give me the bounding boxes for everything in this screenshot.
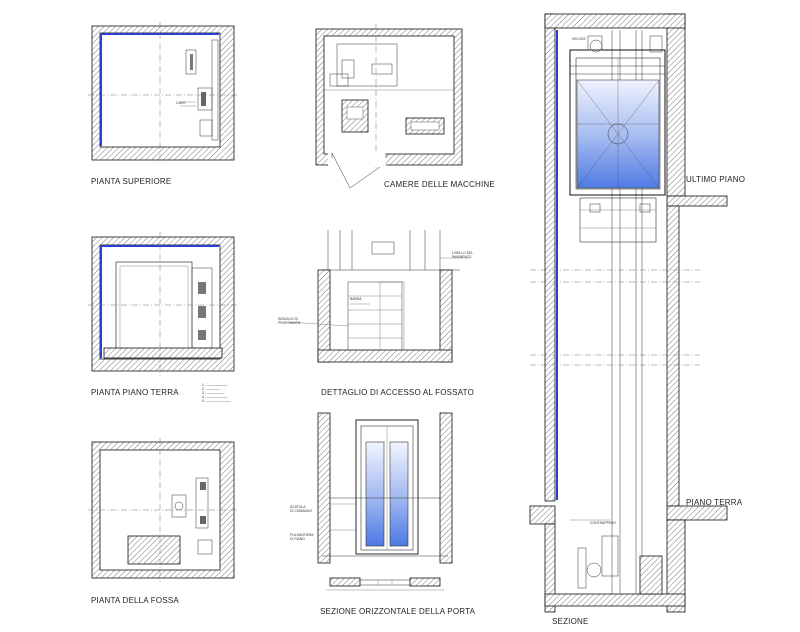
svg-text:CAVO: CAVO	[176, 101, 186, 105]
label-ground-floor-level: PIANO TERRA	[686, 498, 743, 507]
svg-text:PULSANTIERA: PULSANTIERA	[290, 533, 314, 537]
guide-rail	[195, 477, 209, 529]
pit-floor	[317, 349, 453, 363]
label-top-plan: PIANTA SUPERIORE	[91, 177, 171, 186]
buffer	[601, 535, 619, 577]
door-tag	[371, 241, 395, 255]
svg-text:BARRA: BARRA	[350, 297, 362, 301]
pit-plan-view	[88, 438, 238, 582]
vertical-section-view: CONTRAPPESO VELOCE	[529, 13, 728, 613]
sheave	[589, 39, 603, 53]
pit-wall	[439, 269, 453, 363]
svg-text:SCATOLA: SCATOLA	[290, 505, 306, 509]
label-pit-plan: PIANTA DELLA FOSSA	[91, 596, 179, 605]
svg-text:INTAGLIO DI: INTAGLIO DI	[278, 317, 298, 321]
svg-text:2 - ————: 2 - ————	[202, 387, 221, 391]
svg-text:CONTRAPPESO: CONTRAPPESO	[590, 521, 616, 525]
svg-text:1 - ——————: 1 - ——————	[202, 383, 228, 387]
door-jamb-left	[329, 577, 361, 587]
door-panels	[359, 579, 411, 586]
door-elevation-view: SCATOLA DI COMANDO PULSANTIERA DI PIANO	[290, 412, 453, 564]
pit-ladder-frame	[347, 281, 403, 351]
label-top-floor-level: ULTIMO PIANO	[686, 175, 745, 184]
ground-floor-plan-view	[88, 232, 238, 376]
slab-left	[529, 505, 556, 525]
legend-notes: 1 - —————— 2 - ———— 3 - ————— 4 - ——————…	[202, 383, 231, 403]
pit-floor	[544, 593, 686, 607]
door-horizontal-section	[326, 577, 444, 591]
door-swing	[331, 152, 381, 189]
door-glass-right	[389, 441, 409, 547]
buffer-block	[127, 535, 181, 565]
ground-floor-slab	[666, 505, 728, 521]
pit-wall	[317, 269, 331, 363]
door-jamb-right	[409, 577, 441, 587]
label-machine-room: CAMERE DELLE MACCHINE	[384, 180, 495, 189]
machine-unit	[336, 43, 398, 87]
pulley	[607, 123, 629, 145]
top-floor-slab	[666, 195, 728, 207]
svg-text:DI COMANDO: DI COMANDO	[290, 509, 312, 513]
svg-text:PAVIMENTO: PAVIMENTO	[452, 255, 472, 259]
machine-room-view	[315, 24, 463, 189]
door-wall	[439, 412, 453, 564]
door-glass-left	[365, 441, 385, 547]
car-frame	[569, 49, 666, 196]
top-plan-view: CAVO	[88, 22, 238, 164]
rail-bracket-group	[180, 49, 213, 137]
buffer	[171, 494, 187, 518]
svg-text:PROFONDITÀ: PROFONDITÀ	[278, 321, 301, 325]
svg-text:3 - —————: 3 - —————	[202, 391, 224, 395]
pit-wall-right	[666, 519, 686, 613]
label-door-horizontal-section: SEZIONE ORIZZONTALE DELLA PORTA	[320, 607, 476, 616]
svg-text:LIVELLO DEL: LIVELLO DEL	[452, 251, 473, 255]
landing-sill	[103, 347, 223, 359]
counterweight-buffer	[639, 555, 663, 595]
svg-text:DI PIANO: DI PIANO	[290, 537, 305, 541]
door-wall	[317, 412, 331, 564]
shaft-wall-right	[666, 13, 686, 197]
headroom-slab	[544, 13, 686, 29]
tension-pulley	[586, 562, 602, 578]
shaft-wall-left	[544, 13, 556, 502]
pit-wall-left	[544, 523, 556, 613]
control-cabinet	[341, 99, 369, 133]
label-section: SEZIONE	[552, 617, 589, 626]
car-outline	[115, 261, 193, 355]
label-ground-floor-plan: PIANTA PIANO TERRA	[91, 388, 179, 397]
pit-access-detail-view: INTAGLIO DI PROFONDITÀ BARRA LIVELLO DEL…	[278, 230, 473, 363]
car-apron	[579, 197, 657, 243]
svg-text:5 - ———————: 5 - ———————	[202, 399, 231, 403]
label-pit-access-detail: DETTAGLIO DI ACCESSO AL FOSSATO	[321, 388, 474, 397]
shaft-wall-right	[666, 205, 680, 507]
svg-text:4 - ——————: 4 - ——————	[202, 395, 228, 399]
svg-text:VELOCE: VELOCE	[572, 37, 586, 41]
